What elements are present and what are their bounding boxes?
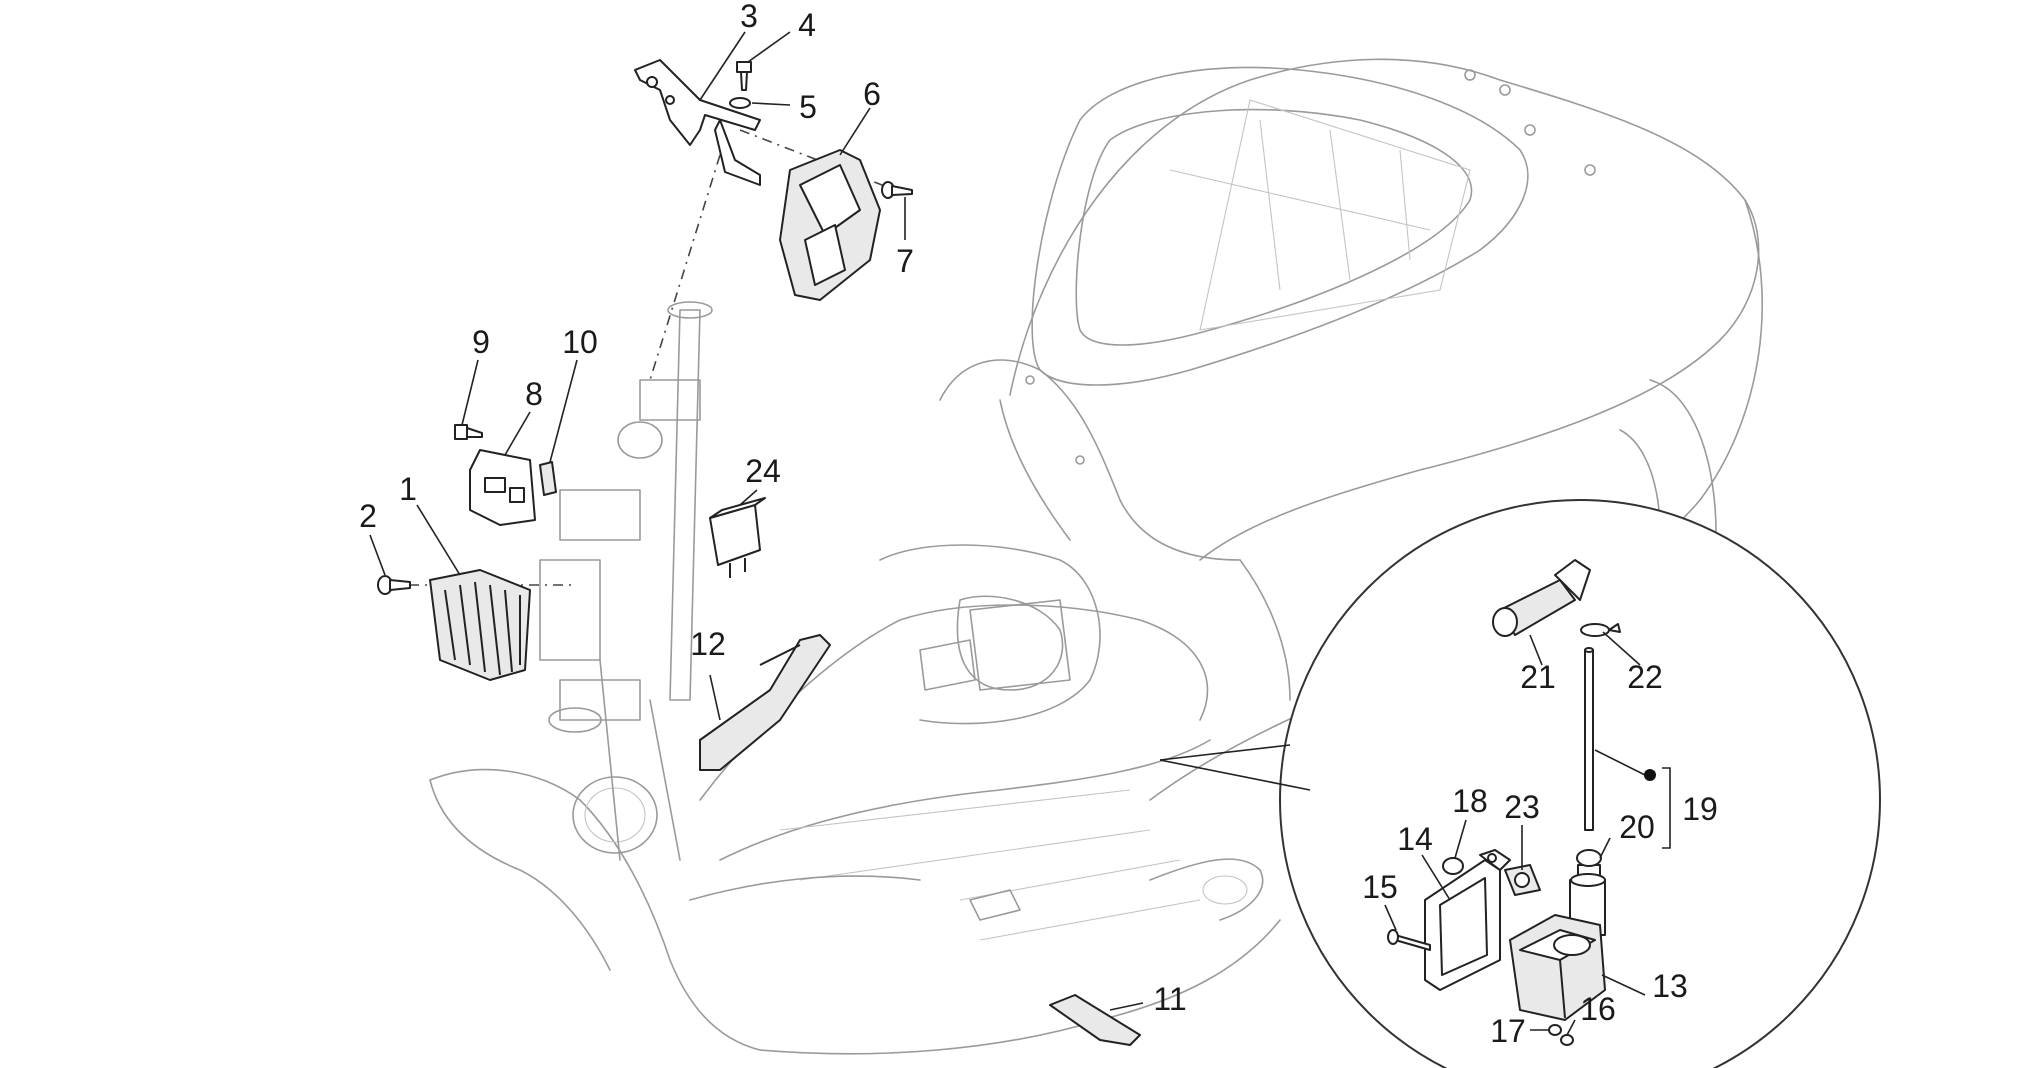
- part-7-screw: [881, 181, 913, 199]
- callout-18: 18: [1452, 783, 1488, 819]
- callout-12: 12: [690, 626, 726, 662]
- callout-11: 11: [1153, 981, 1186, 1017]
- part-18-washer: [1442, 857, 1464, 875]
- callout-13: 13: [1652, 968, 1688, 1004]
- part-1-voltage-regulator: [429, 569, 531, 681]
- part-15-bolt: [1387, 929, 1431, 951]
- callout-23: 23: [1504, 789, 1540, 825]
- callout-3: 3: [740, 0, 758, 34]
- part-10-clip: [539, 461, 557, 496]
- part-6-control-unit: [779, 149, 881, 301]
- part-24-relay: [709, 497, 766, 578]
- callout-1: 1: [399, 471, 417, 507]
- leader-lines: [369, 31, 1671, 1036]
- callout-6: 6: [863, 76, 881, 112]
- part-8-bracket-plate: [469, 449, 536, 526]
- part-17-screw: [1548, 1024, 1562, 1036]
- part-13-ignition-coil: [1509, 914, 1606, 1021]
- callout-7: 7: [896, 243, 914, 279]
- callout-21: 21: [1520, 659, 1556, 695]
- callout-22: 22: [1627, 659, 1663, 695]
- callout-2: 2: [359, 498, 377, 534]
- part-4-bolt: [736, 61, 752, 91]
- callout-8: 8: [525, 376, 543, 412]
- callout-5: 5: [799, 89, 817, 125]
- part-5-washer: [729, 97, 751, 109]
- callout-10: 10: [562, 324, 598, 360]
- part-11-cover: [1049, 994, 1141, 1046]
- part-21-spark-plug-cap: [1492, 559, 1591, 637]
- callout-16: 16: [1580, 991, 1616, 1027]
- part-14-mounting-frame: [1424, 849, 1511, 991]
- callout-17: 17: [1490, 1013, 1526, 1049]
- part-19-dot: [1644, 769, 1656, 781]
- callout-14: 14: [1397, 821, 1433, 857]
- callout-labels: 1 2 3 4 5 6 7 8 9 10 11 12 13 14 15 16 1…: [359, 0, 1718, 1049]
- callout-15: 15: [1362, 869, 1398, 905]
- callout-19: 19: [1682, 791, 1718, 827]
- callout-20: 20: [1619, 809, 1655, 845]
- part-22-clamp: [1580, 623, 1621, 637]
- part-19-ht-cable: [1584, 647, 1594, 831]
- callout-4: 4: [798, 7, 816, 43]
- part-12-floor-bracket: [699, 634, 831, 771]
- part-2-bolt: [377, 575, 411, 595]
- alignment-lines: [385, 129, 896, 586]
- callout-24: 24: [745, 453, 781, 489]
- callout-9: 9: [472, 324, 490, 360]
- part-16-screw: [1560, 1034, 1574, 1046]
- part-3-bracket: [634, 59, 761, 186]
- part-9-bolt: [454, 424, 483, 440]
